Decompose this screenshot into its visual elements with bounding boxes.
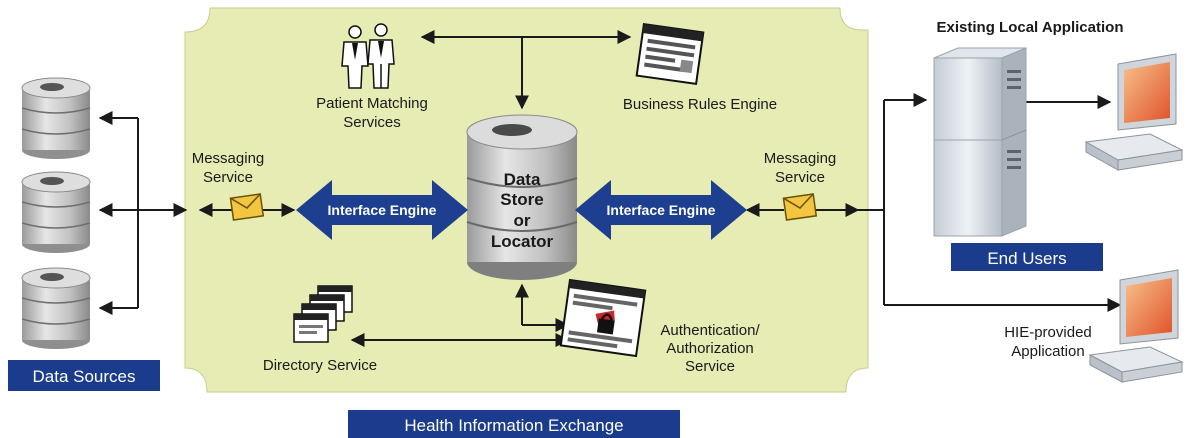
envelope-icon	[782, 193, 818, 221]
interface-engine-left: Interface Engine	[296, 180, 468, 240]
people-icon	[341, 23, 395, 89]
connection-lines	[98, 30, 1122, 347]
hie-badge: Health Information Exchange	[348, 410, 680, 438]
hie-label: Health Information Exchange	[404, 416, 623, 435]
data-store-label-2: Store	[500, 190, 543, 209]
computer-icon	[1088, 269, 1184, 383]
messaging-right-label-1: Messaging	[764, 150, 837, 167]
patient-matching-label-2: Services	[343, 114, 401, 131]
data-store-label-3: or	[514, 211, 531, 230]
interface-engine-right: Interface Engine	[575, 180, 747, 240]
messaging-right-label-2: Service	[775, 169, 825, 186]
end-users-label: End Users	[987, 249, 1066, 268]
security-certificate-icon	[559, 278, 647, 358]
interface-engine-left-label: Interface Engine	[328, 202, 437, 218]
messaging-left-label-2: Service	[203, 169, 253, 186]
directory-service-label: Directory Service	[263, 357, 377, 374]
auth-service-label-3: Service	[685, 358, 735, 375]
hie-app-label-2: Application	[1011, 343, 1084, 360]
existing-local-app-label: Existing Local Application	[937, 19, 1124, 36]
envelope-icon	[229, 193, 265, 221]
database-icon	[21, 267, 91, 349]
server-icon	[933, 47, 1027, 237]
hie-app-label-1: HIE-provided	[1004, 324, 1092, 341]
data-sources-label: Data Sources	[33, 367, 136, 386]
messaging-left-label-1: Messaging	[192, 150, 265, 167]
computer-icon	[1084, 53, 1184, 171]
directory-cards-icon	[293, 285, 353, 343]
data-store-label-4: Locator	[491, 232, 554, 251]
data-store-cylinder: Data Store or Locator	[466, 114, 578, 280]
rules-document-icon	[635, 22, 705, 86]
auth-service-label-1: Authentication/	[660, 322, 760, 339]
business-rules-label: Business Rules Engine	[623, 96, 777, 113]
interface-engine-right-label: Interface Engine	[607, 202, 716, 218]
end-users-badge: End Users	[951, 243, 1103, 271]
data-store-label-1: Data	[504, 170, 541, 189]
database-icon	[21, 77, 91, 159]
auth-service-label-2: Authorization	[666, 340, 754, 357]
database-icon	[21, 171, 91, 253]
patient-matching-label-1: Patient Matching	[316, 95, 428, 112]
data-sources-badge: Data Sources	[8, 360, 160, 391]
